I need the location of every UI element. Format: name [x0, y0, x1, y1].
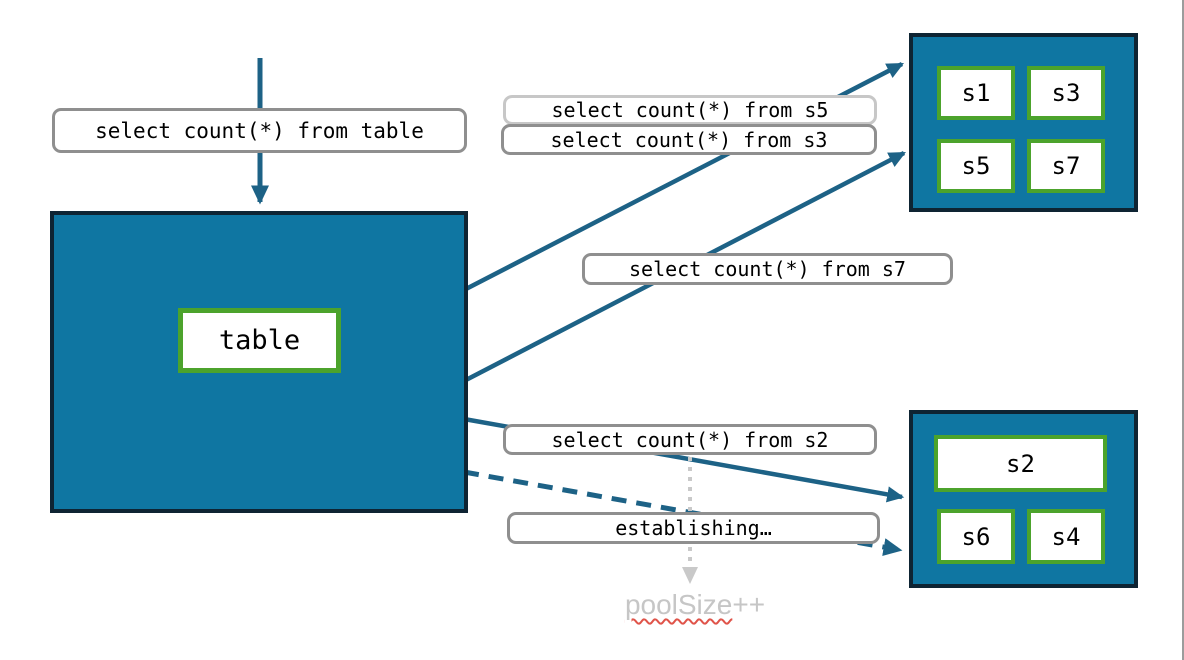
table-inner-box: table — [178, 308, 341, 373]
shard-s4: s4 — [1027, 509, 1105, 564]
query-label-s7: select count(*) from s7 — [582, 253, 953, 285]
poolsize-arrowhead-icon — [682, 567, 698, 584]
poolsize-annotation: poolSize++ — [605, 589, 785, 621]
shard-s1: s1 — [937, 66, 1015, 120]
query-label-s3: select count(*) from s3 — [501, 124, 877, 155]
shard-s2: s2 — [934, 435, 1107, 492]
poolsize-word: poolSize — [624, 589, 733, 620]
query-label-table: select count(*) from table — [52, 108, 467, 153]
query-label-s5: select count(*) from s5 — [503, 95, 877, 125]
establishing-label: establishing… — [507, 512, 880, 544]
canvas-edge-line — [1182, 0, 1184, 660]
shard-s6: s6 — [937, 509, 1015, 564]
shard-s7: s7 — [1027, 139, 1105, 193]
shard-s5: s5 — [937, 139, 1015, 193]
shard-s3: s3 — [1027, 66, 1105, 120]
query-label-s2: select count(*) from s2 — [503, 424, 877, 455]
poolsize-suffix: ++ — [732, 589, 766, 620]
